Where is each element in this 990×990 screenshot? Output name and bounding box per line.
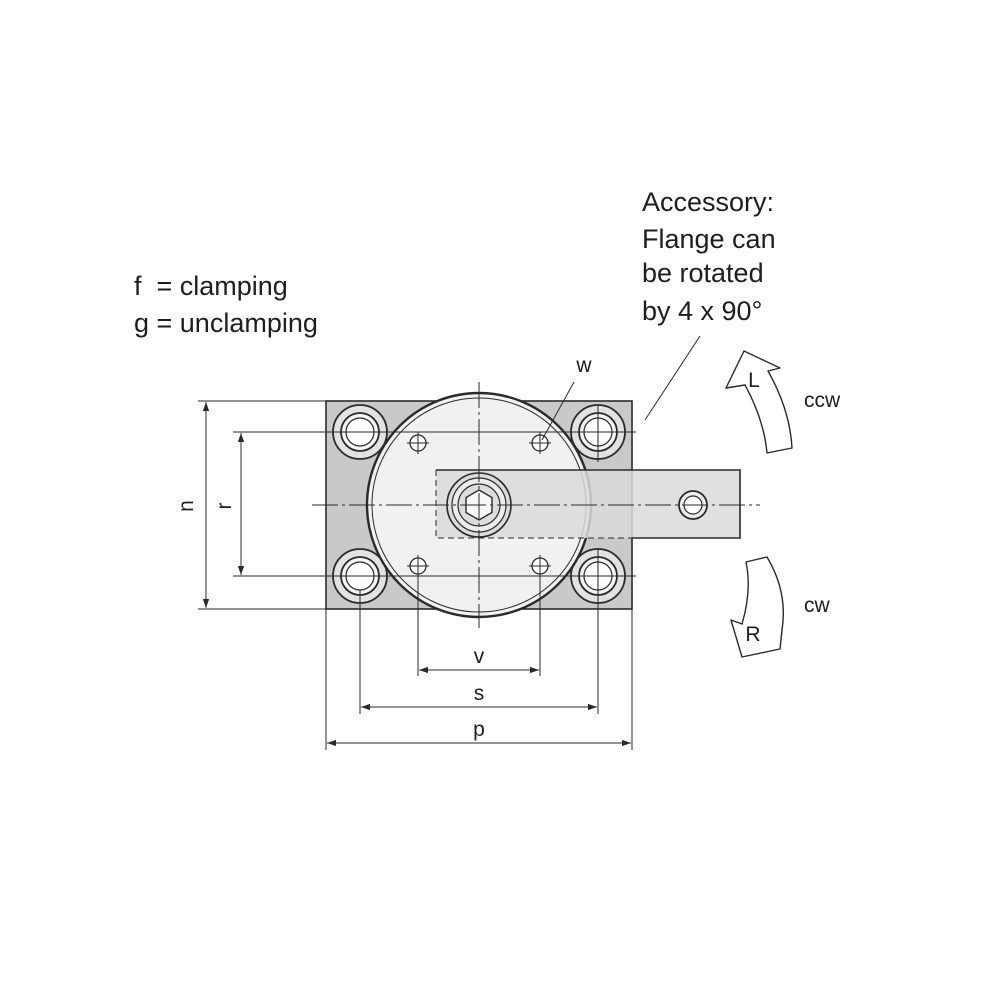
legend-unclamping: g = unclamping (134, 308, 318, 338)
dimension-label-r: r (213, 503, 236, 510)
accessory-note-line-1: Accessory: (642, 187, 774, 217)
cw-arrow-icon (730, 556, 785, 658)
ccw-letter: L (748, 369, 760, 392)
cw-label: cw (804, 594, 831, 617)
ccw-label: ccw (804, 389, 841, 412)
dimension-label-p: p (473, 718, 485, 741)
accessory-note-line-3: be rotated (642, 258, 764, 288)
clamp-arm (435, 469, 741, 539)
leader-accessory (644, 335, 701, 421)
dimension-label-n: n (175, 500, 198, 512)
legend-clamping: f = clamping (134, 271, 288, 301)
threaded-hole-top-left (407, 432, 429, 454)
dimension-label-v: v (474, 645, 485, 668)
accessory-note-line-4: by 4 x 90° (642, 296, 762, 326)
dimension-label-w: w (575, 354, 592, 377)
cw-letter: R (745, 623, 760, 646)
accessory-note-line-2: Flange can (642, 224, 776, 254)
dimension-label-s: s (474, 682, 485, 705)
ccw-arrow-icon (725, 350, 793, 454)
threaded-hole-top-right (529, 432, 551, 454)
leader-w (541, 381, 575, 441)
